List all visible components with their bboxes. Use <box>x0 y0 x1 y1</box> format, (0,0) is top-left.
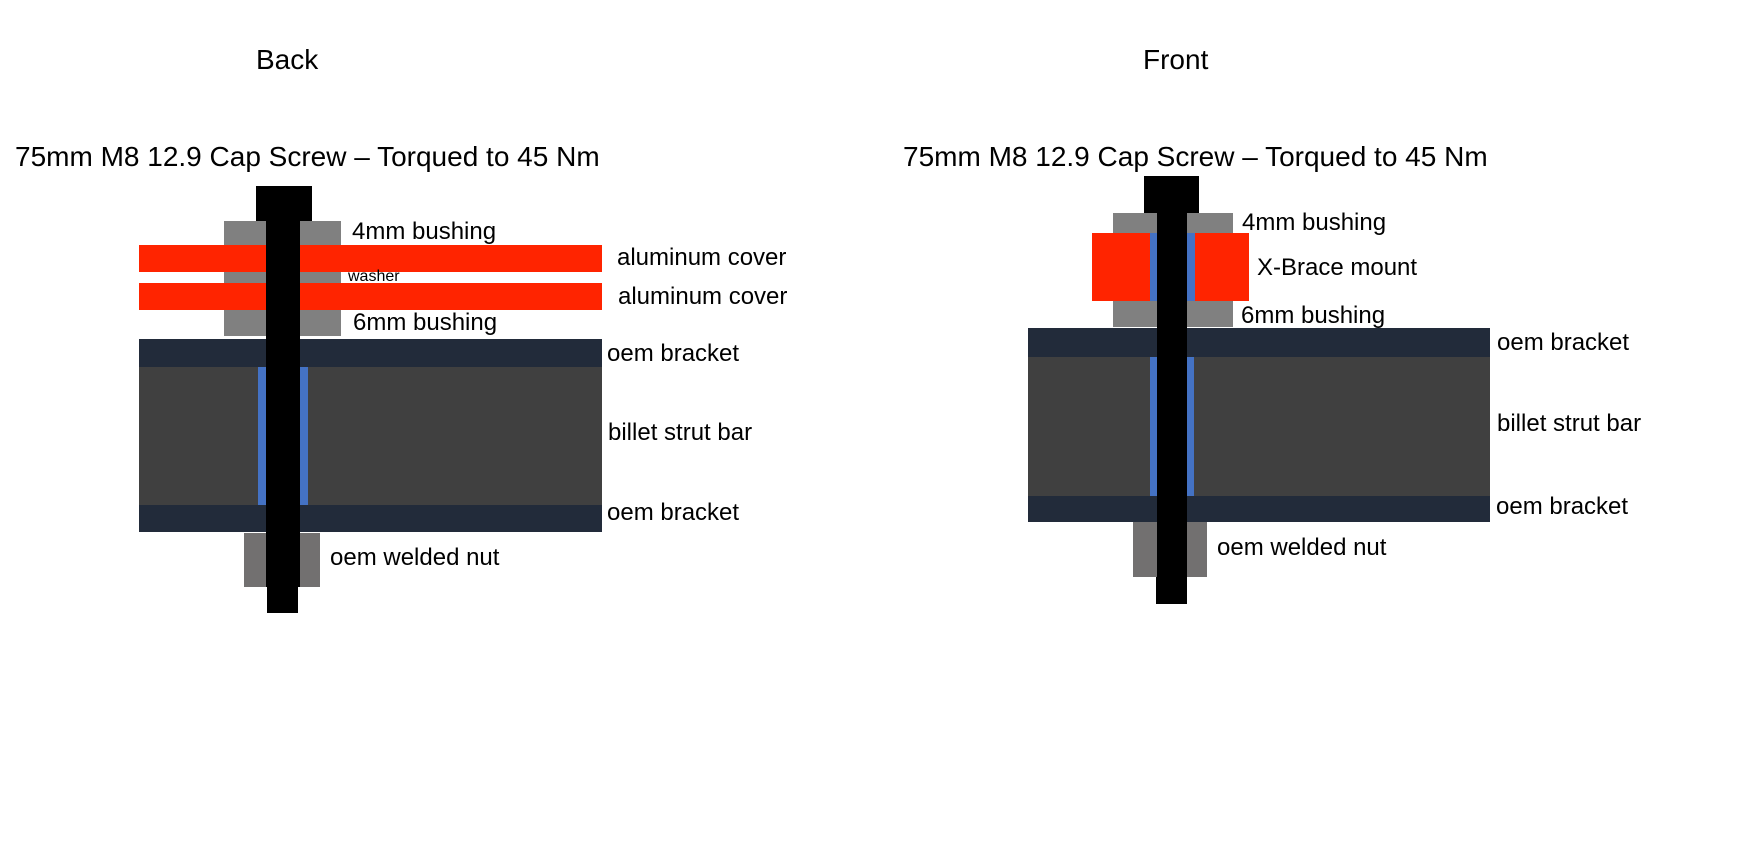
sleeve-line-lower-left <box>1150 357 1157 496</box>
label-oem-welded-nut: oem welded nut <box>1217 534 1387 561</box>
front-title: Front <box>1143 44 1209 75</box>
aluminum-cover-bottom <box>139 283 602 310</box>
label-billet-strut-bar: billet strut bar <box>1497 410 1642 437</box>
label-aluminum-cover-top: aluminum cover <box>617 244 787 271</box>
oem-bracket-top <box>139 339 602 367</box>
aluminum-cover-top <box>139 245 602 272</box>
label-bushing-6mm: 6mm bushing <box>1241 302 1386 329</box>
label-washer: washer <box>348 268 400 285</box>
oem-bracket-bottom <box>139 505 602 532</box>
cap-screw-tip <box>1156 577 1187 604</box>
oem-bracket-top <box>1028 328 1490 357</box>
cap-screw-shaft <box>266 210 300 587</box>
back-title: Back <box>256 44 319 75</box>
label-oem-bracket-bottom: oem bracket <box>1496 493 1629 520</box>
front-subtitle: 75mm M8 12.9 Cap Screw – Torqued to 45 N… <box>903 141 1488 172</box>
sleeve-line-left <box>258 367 266 505</box>
label-x-brace-mount: X-Brace mount <box>1257 254 1418 281</box>
label-oem-bracket-top: oem bracket <box>1497 329 1630 356</box>
sleeve-line-lower-right <box>1187 357 1194 496</box>
sleeve-line-upper-left <box>1150 233 1158 301</box>
label-bushing-6mm: 6mm bushing <box>353 309 498 336</box>
label-bushing-4mm: 4mm bushing <box>352 218 497 245</box>
cap-screw-tip <box>267 587 298 613</box>
label-oem-welded-nut: oem welded nut <box>330 544 500 571</box>
x-brace-mount-right <box>1195 233 1249 301</box>
billet-strut-bar <box>139 367 602 505</box>
cap-screw-shaft <box>1157 205 1187 577</box>
sleeve-line-upper-right <box>1187 233 1195 301</box>
sleeve-line-right <box>300 367 308 505</box>
label-oem-bracket-top: oem bracket <box>607 340 740 367</box>
label-aluminum-cover-bottom: aluminum cover <box>618 283 788 310</box>
label-bushing-4mm: 4mm bushing <box>1242 209 1387 236</box>
billet-strut-bar <box>1028 357 1490 496</box>
label-billet-strut-bar: billet strut bar <box>608 419 753 446</box>
back-subtitle: 75mm M8 12.9 Cap Screw – Torqued to 45 N… <box>15 141 600 172</box>
x-brace-mount-left <box>1092 233 1152 301</box>
label-oem-bracket-bottom: oem bracket <box>607 499 740 526</box>
oem-bracket-bottom <box>1028 496 1490 522</box>
